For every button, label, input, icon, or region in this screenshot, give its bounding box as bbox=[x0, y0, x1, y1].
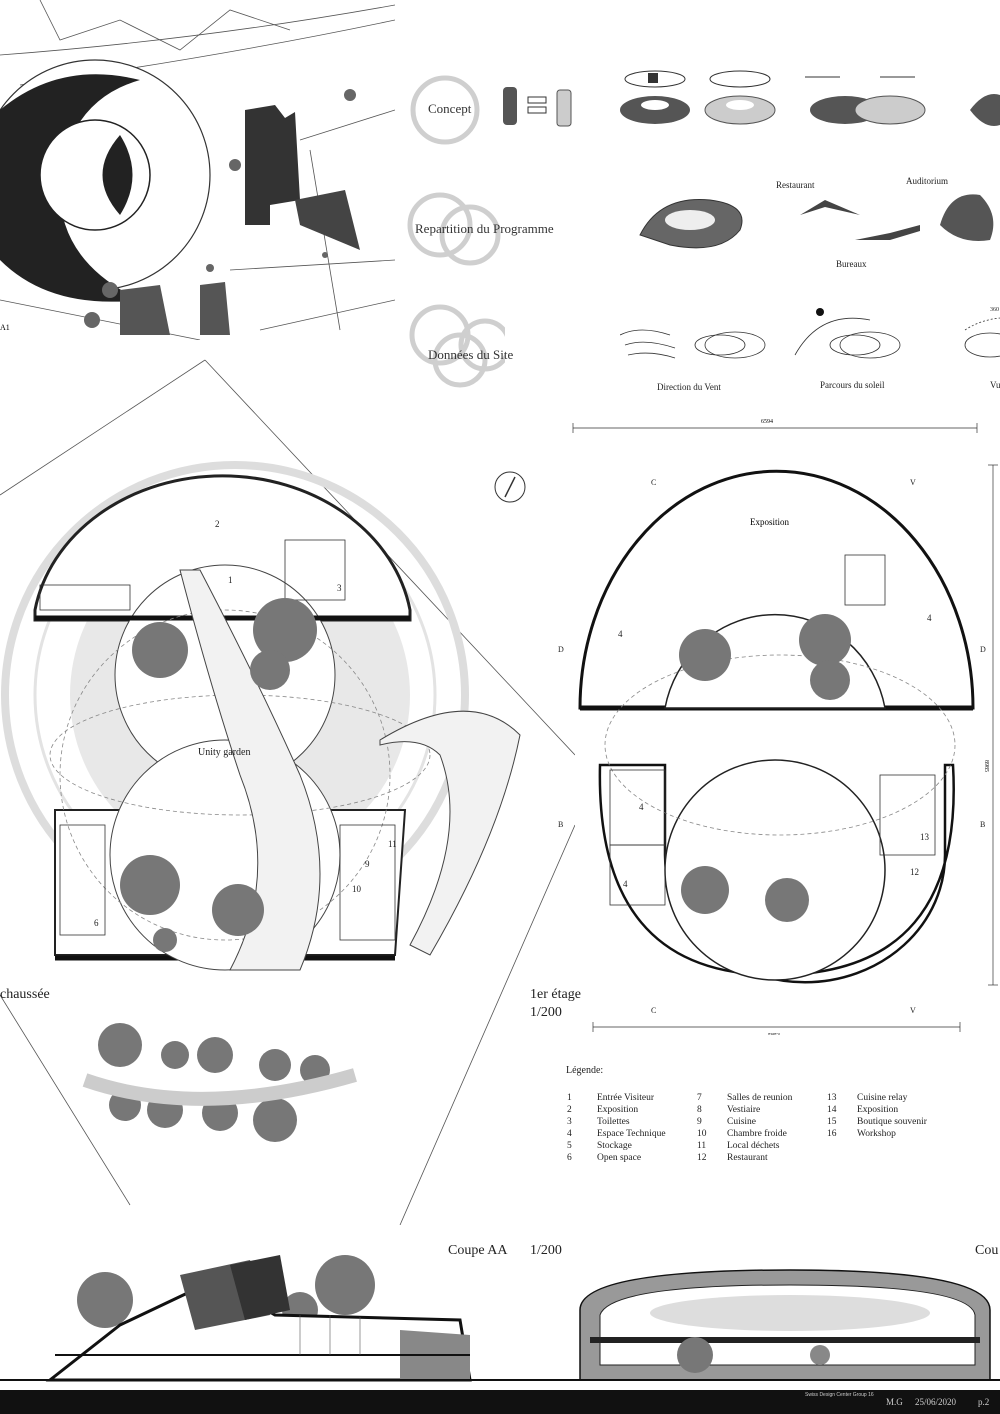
legend-label: Espace Technique bbox=[597, 1129, 666, 1139]
restaurant-label: Restaurant bbox=[776, 180, 815, 190]
legend-label: Salles de reunion bbox=[727, 1093, 793, 1103]
legend-label: Vestiaire bbox=[727, 1105, 761, 1115]
legend-label: Cuisine relay bbox=[857, 1093, 908, 1103]
dim-side: 8985 bbox=[983, 760, 989, 772]
legend-num: 7 bbox=[697, 1093, 702, 1103]
exposition-label: Exposition bbox=[750, 517, 790, 527]
sections-drawings bbox=[0, 1255, 1000, 1382]
ground-floor-title: chaussée bbox=[0, 987, 50, 1002]
site-data-label: Données du Site bbox=[428, 347, 514, 362]
auditorium-label: Auditorium bbox=[906, 176, 948, 186]
legend-num: 6 bbox=[567, 1153, 572, 1163]
legend-num: 16 bbox=[827, 1129, 837, 1139]
garden-label: Unity garden bbox=[198, 747, 251, 758]
legend-num: 11 bbox=[697, 1141, 707, 1151]
footer-bar bbox=[0, 1390, 1000, 1414]
legend-label: Exposition bbox=[597, 1105, 639, 1115]
section-mark-b-right: B bbox=[980, 820, 985, 829]
legend-label: Workshop bbox=[857, 1129, 896, 1139]
legend-num: 15 bbox=[827, 1117, 837, 1127]
legend-num: 3 bbox=[567, 1117, 572, 1127]
room-2: 2 bbox=[215, 519, 220, 529]
legend-label: Local déchets bbox=[727, 1141, 780, 1151]
section-mark-v-top: V bbox=[910, 478, 916, 487]
legend-num: 14 bbox=[827, 1105, 837, 1115]
room-9: 9 bbox=[365, 859, 370, 869]
coupe-aa-scale: 1/200 bbox=[530, 1243, 562, 1258]
legend-num: 12 bbox=[697, 1153, 707, 1163]
legend-num: 10 bbox=[697, 1129, 707, 1139]
section-mark-c-bottom: C bbox=[651, 1006, 656, 1015]
concept-circles bbox=[407, 75, 505, 388]
site-plan: A1 bbox=[0, 0, 395, 340]
ff-room-12: 12 bbox=[910, 867, 919, 877]
ground-floor-plan: 1 2 3 6 9 10 11 bbox=[0, 359, 575, 1225]
ff-room-4a: 4 bbox=[618, 629, 623, 639]
room-10: 10 bbox=[352, 884, 362, 894]
legend-label: Boutique souvenir bbox=[857, 1117, 927, 1127]
footer-date: 25/06/2020 bbox=[915, 1397, 957, 1407]
section-mark-b-left: B bbox=[558, 820, 563, 829]
legend-title: Légende: bbox=[566, 1065, 604, 1076]
first-floor-title: 1er étage bbox=[530, 987, 581, 1002]
repartition-label: Repartition du Programme bbox=[415, 221, 554, 236]
legend-num: 4 bbox=[567, 1129, 572, 1139]
legend-label: Cuisine bbox=[727, 1117, 757, 1127]
concept-diagrams bbox=[503, 70, 1000, 127]
dim-bottom: 5853 bbox=[768, 1033, 780, 1035]
room-11: 11 bbox=[388, 839, 397, 849]
section-mark-c-top: C bbox=[651, 478, 656, 487]
section-mark-d-left: D bbox=[558, 645, 564, 654]
room-6: 6 bbox=[94, 918, 99, 928]
legend-label: Exposition bbox=[857, 1105, 899, 1115]
legend-num: 1 bbox=[567, 1093, 572, 1103]
footer-page: p.2 bbox=[978, 1397, 990, 1407]
sheet-number: A1 bbox=[0, 323, 10, 332]
dim-top: 6594 bbox=[761, 419, 773, 425]
legend-num: 2 bbox=[567, 1105, 572, 1115]
legend-num: 8 bbox=[697, 1105, 702, 1115]
sun-label: Parcours du soleil bbox=[820, 380, 885, 390]
wind-label: Direction du Vent bbox=[657, 382, 721, 392]
view-label: Vu bbox=[990, 380, 1000, 390]
legend-label: Open space bbox=[597, 1153, 642, 1163]
ff-room-13: 13 bbox=[920, 832, 930, 842]
coupe-bb-title: Cou bbox=[975, 1243, 999, 1258]
view-number: 360 bbox=[990, 307, 999, 313]
section-mark-v-bottom: V bbox=[910, 1006, 916, 1015]
legend-label: Chambre froide bbox=[727, 1129, 787, 1139]
room-1: 1 bbox=[228, 575, 233, 585]
first-floor-scale: 1/200 bbox=[530, 1005, 562, 1020]
north-arrow-icon bbox=[494, 471, 526, 503]
legend-label: Stockage bbox=[597, 1141, 632, 1151]
legend-num: 5 bbox=[567, 1141, 572, 1151]
legend-num: 13 bbox=[827, 1093, 837, 1103]
bureaux-label: Bureaux bbox=[836, 259, 867, 269]
legend-label: Entrée Visiteur bbox=[597, 1093, 655, 1103]
program-diagrams bbox=[639, 194, 994, 249]
ff-room-4b: 4 bbox=[927, 613, 932, 623]
ff-room-4d: 4 bbox=[623, 879, 628, 889]
site-diagrams bbox=[620, 308, 1000, 359]
legend-label: Restaurant bbox=[727, 1153, 768, 1163]
section-mark-d-right: D bbox=[980, 645, 986, 654]
first-floor-plan: 4 4 4 4 12 13 C V D D B B C V 6594 5853 … bbox=[558, 419, 998, 1035]
concept-label: Concept bbox=[428, 101, 472, 116]
footer-project: Swiss Design Center Group 16 bbox=[805, 1392, 874, 1398]
footer-author: M.G bbox=[886, 1397, 903, 1407]
ff-room-4c: 4 bbox=[639, 802, 644, 812]
room-3: 3 bbox=[337, 583, 342, 593]
legend-label: Toilettes bbox=[597, 1117, 630, 1127]
coupe-aa-title: Coupe AA bbox=[448, 1243, 508, 1258]
legend-num: 9 bbox=[697, 1117, 702, 1127]
